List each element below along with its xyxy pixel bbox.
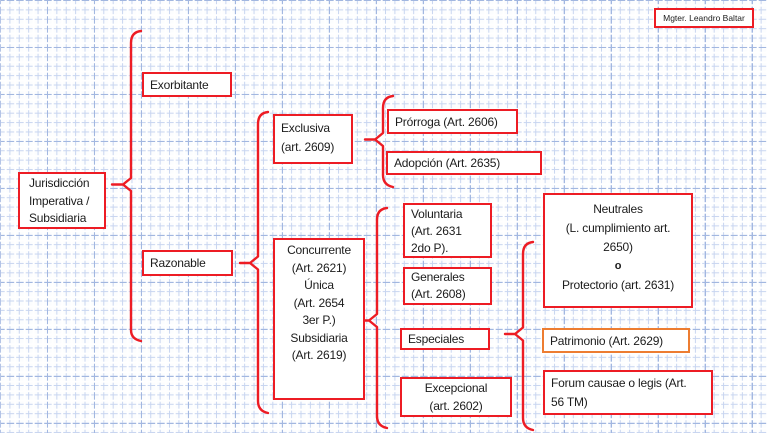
- brace-exclusiva-children: [363, 94, 395, 189]
- node-line: (art. 2602): [429, 399, 483, 413]
- node-exorbitante: Exorbitante: [142, 72, 232, 97]
- author-credit-box: Mgter. Leandro Baltar: [654, 8, 754, 28]
- node-line: (Art. 2619): [291, 348, 347, 362]
- node-adopcion: Adopción (Art. 2635): [386, 151, 542, 175]
- node-prorroga: Prórroga (Art. 2606): [387, 109, 518, 134]
- node-line: Concurrente: [287, 243, 351, 257]
- node-voluntaria: Voluntaria (Art. 2631 2do P).: [403, 203, 492, 258]
- node-forum-causae: Forum causae o legis (Art. 56 TM): [543, 370, 713, 415]
- node-line: Imperativa /: [29, 193, 90, 208]
- node-label: Adopción (Art. 2635): [394, 156, 501, 170]
- node-neutrales-protectorio: Neutrales (L. cumplimiento art. 2650) o …: [543, 193, 693, 308]
- node-line: Exclusiva: [281, 121, 330, 135]
- node-label: Patrimonio (Art. 2629): [550, 333, 663, 348]
- brace-root-children: [110, 29, 143, 343]
- node-line: 3er P.): [302, 313, 336, 327]
- node-line: (L. cumplimiento art.: [565, 221, 671, 235]
- node-line: 2650): [603, 240, 633, 254]
- node-line: Neutrales: [593, 202, 643, 216]
- node-line: Subsidiaria: [29, 211, 87, 225]
- node-excepcional: Excepcional (art. 2602): [400, 377, 512, 417]
- node-line: Jurisdicción: [29, 176, 90, 190]
- node-generales: Generales (Art. 2608): [403, 267, 492, 305]
- node-line: (Art. 2608): [411, 287, 466, 301]
- node-line: (Art. 2621): [291, 260, 347, 275]
- node-line: Forum causae o legis (Art.: [551, 376, 687, 390]
- node-line: Subsidiaria: [290, 330, 348, 345]
- node-label: Especiales: [408, 332, 465, 346]
- node-especiales: Especiales: [400, 328, 490, 350]
- node-concurrente-unica-subsidiaria: Concurrente (Art. 2621) Única (Art. 2654…: [273, 238, 365, 400]
- node-line: Protectorio (art. 2631): [561, 278, 675, 292]
- node-line: Excepcional: [424, 381, 488, 395]
- bullet-o: o: [614, 260, 622, 272]
- brace-especiales-children: [503, 240, 535, 432]
- node-line: 56 TM): [551, 395, 588, 409]
- node-label: Exorbitante: [150, 77, 209, 92]
- node-razonable: Razonable: [142, 250, 233, 276]
- node-patrimonio: Patrimonio (Art. 2629): [542, 328, 690, 353]
- brace-razonable-children: [238, 110, 270, 415]
- author-credit-label: Mgter. Leandro Baltar: [663, 13, 745, 23]
- node-label: Razonable: [150, 256, 206, 270]
- node-line: Única: [304, 278, 334, 292]
- node-line: (Art. 2631: [411, 224, 462, 238]
- node-line: Generales: [411, 270, 465, 284]
- node-line: (Art. 2654: [293, 295, 345, 310]
- node-line: 2do P).: [411, 241, 449, 255]
- node-jurisdiccion: Jurisdicción Imperativa / Subsidiaria: [18, 172, 106, 229]
- node-label: Prórroga (Art. 2606): [395, 114, 498, 129]
- node-line: Voluntaria: [411, 207, 463, 221]
- node-line: (art. 2609): [281, 140, 335, 154]
- node-exclusiva: Exclusiva (art. 2609): [273, 114, 353, 164]
